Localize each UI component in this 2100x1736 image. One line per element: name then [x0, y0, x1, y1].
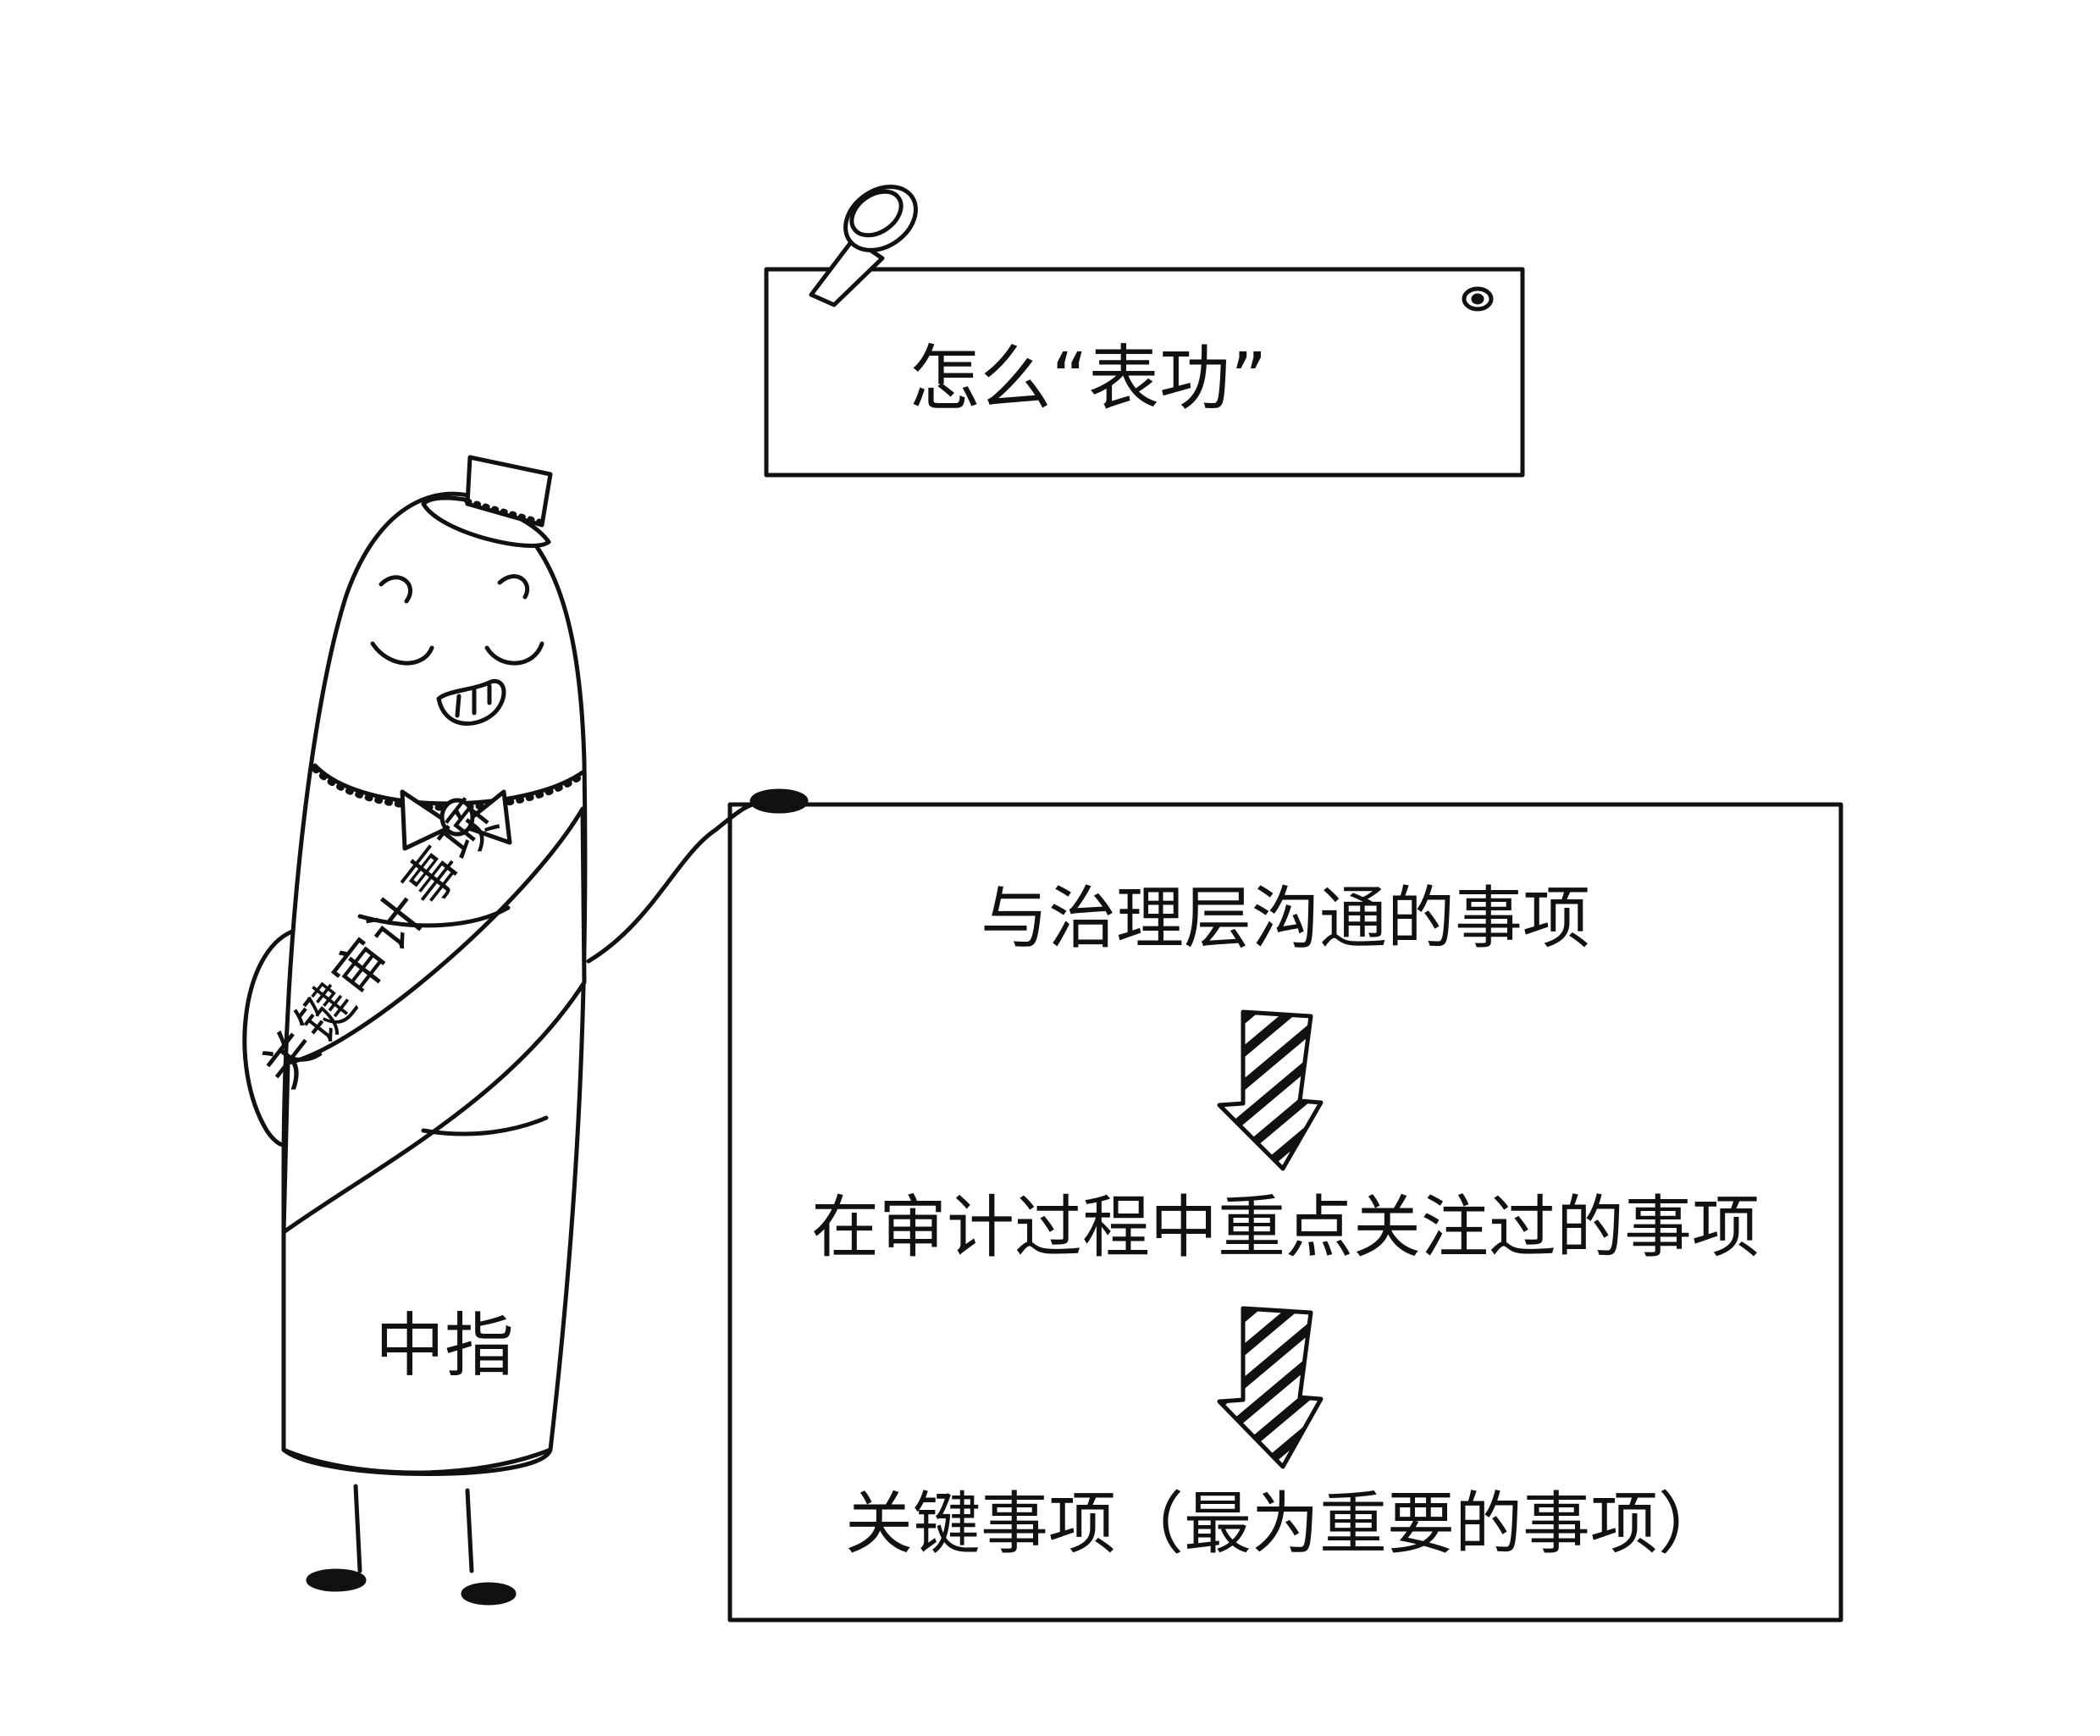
belly-line-2 — [421, 1115, 549, 1136]
screw-icon — [1462, 286, 1494, 312]
content-board — [727, 802, 1843, 1623]
body-label: 中指 — [374, 1306, 514, 1386]
belly-line — [357, 905, 511, 928]
top-hat-icon — [421, 455, 553, 548]
sign-title: 怎么“表功” — [909, 337, 1268, 420]
face — [370, 574, 544, 727]
striped-down-arrow-icon — [1217, 1306, 1324, 1469]
step-3-label: 关键事项（最为重要的事项） — [845, 1484, 1726, 1563]
push-pin-icon — [809, 185, 918, 307]
title-sign — [764, 267, 1525, 478]
legs — [306, 1484, 517, 1606]
step-2-label: 在审计过程中重点关注过的事项 — [811, 1188, 1760, 1267]
hand — [749, 788, 809, 814]
sash — [281, 806, 587, 1235]
pointer-line — [586, 798, 769, 964]
striped-down-arrow-icon — [1217, 1009, 1324, 1171]
step-1-label: 与治理层沟通的事项 — [981, 879, 1590, 958]
bow-tie-icon — [400, 789, 512, 851]
body-bottom-line — [281, 1447, 553, 1475]
left-arm — [242, 929, 295, 1147]
